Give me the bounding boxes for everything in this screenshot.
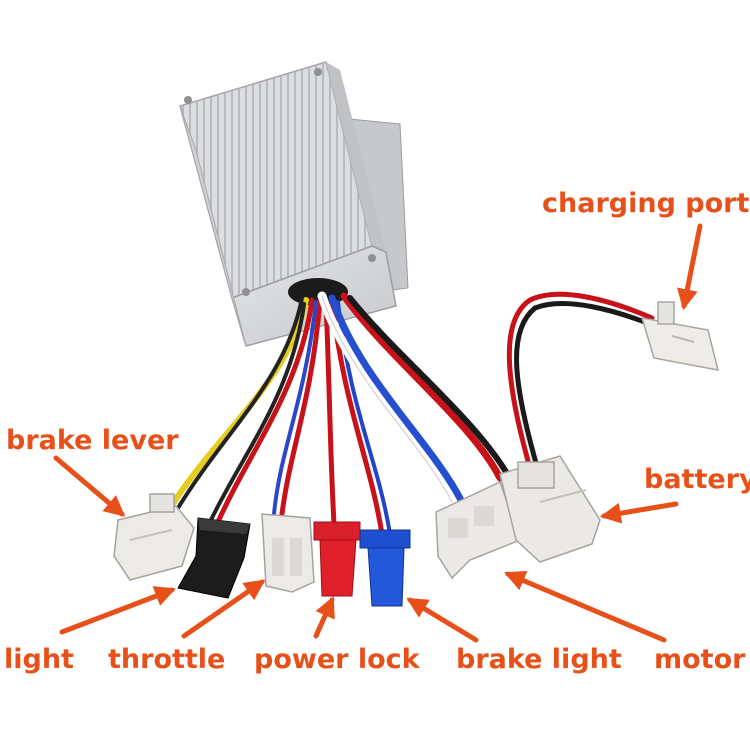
motor-connector [435,480,521,580]
arrow-charging-port [676,223,703,311]
label-throttle: throttle [108,644,226,675]
arrow-brake-light [406,597,479,643]
throttle-connector [261,513,315,593]
label-light: light [4,644,74,675]
controller-box [179,61,409,347]
battery-connector [499,455,601,563]
light-connector [177,517,251,599]
power-lock-connector [313,521,361,597]
brake-light-connector [359,529,411,607]
label-battery: battery [644,464,750,495]
pointer-arrows [53,223,703,643]
label-brake-lever: brake lever [6,425,179,456]
label-power-lock: power lock [254,644,420,675]
arrow-battery [599,501,679,524]
arrow-light [59,586,176,635]
label-brake-light: brake light [456,644,622,675]
brake-lever-connector [113,493,195,581]
arrow-power-lock [313,596,335,639]
charging-port-connector [640,301,720,371]
arrow-motor [504,570,667,643]
label-charging-port: charging port [542,188,750,219]
arrow-throttle [181,579,266,639]
arrow-brake-lever [53,455,126,517]
wire-bundle [167,291,658,537]
label-motor: motor [654,644,746,675]
